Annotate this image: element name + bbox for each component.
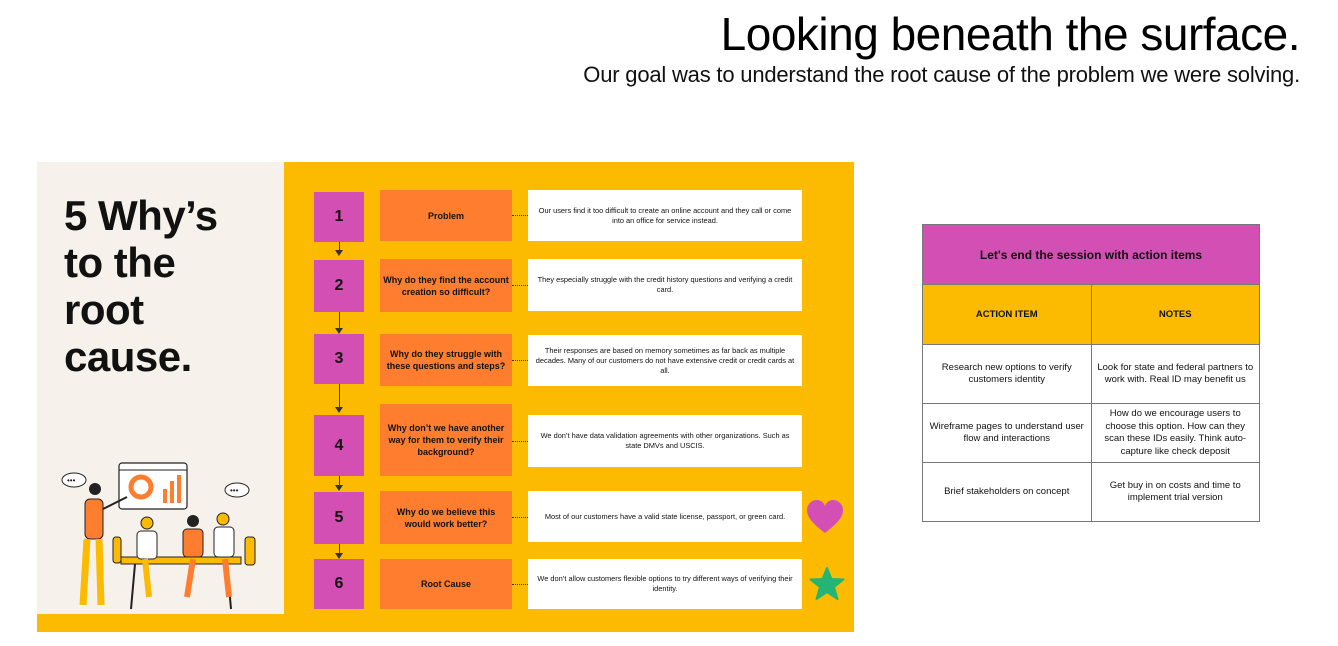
connector-line bbox=[339, 312, 340, 330]
page-title: Looking beneath the surface. bbox=[720, 8, 1301, 60]
step-question: Why do they struggle with these question… bbox=[380, 334, 512, 386]
connector-line bbox=[339, 544, 340, 556]
board-heading-line: cause. bbox=[64, 333, 192, 380]
step-answer: Their responses are based on memory some… bbox=[528, 335, 802, 386]
column-header-notes: NOTES bbox=[1090, 284, 1260, 345]
step-dots bbox=[512, 215, 528, 216]
connector-arrow bbox=[335, 407, 343, 413]
step-answer: Our users find it too difficult to creat… bbox=[528, 190, 802, 241]
step-number: 5 bbox=[314, 492, 364, 544]
connector-line bbox=[339, 242, 340, 254]
star-icon bbox=[809, 567, 845, 600]
action-cell: Brief stakeholders on concept bbox=[922, 462, 1092, 522]
notes-cell: Get buy in on costs and time to implemen… bbox=[1090, 462, 1260, 522]
step-dots bbox=[512, 360, 528, 361]
step-answer: We don’t allow customers flexible option… bbox=[528, 559, 802, 609]
team-meeting-illustration: ••• ••• bbox=[61, 462, 256, 610]
step-answer: Most of our customers have a valid state… bbox=[528, 491, 802, 542]
step-dots bbox=[512, 441, 528, 442]
heart-icon bbox=[807, 500, 843, 533]
step-dots bbox=[512, 517, 528, 518]
step-dots bbox=[512, 285, 528, 286]
connector-line bbox=[339, 384, 340, 408]
step-question: Root Cause bbox=[380, 559, 512, 609]
table-row: Wireframe pages to understand user flow … bbox=[922, 403, 1260, 463]
notes-cell: How do we encourage users to choose this… bbox=[1090, 403, 1260, 463]
action-cell: Research new options to verify customers… bbox=[922, 344, 1092, 404]
connector-arrow bbox=[335, 250, 343, 256]
connector-arrow bbox=[335, 553, 343, 559]
step-number: 4 bbox=[314, 415, 364, 476]
page-subtitle: Our goal was to understand the root caus… bbox=[583, 62, 1300, 87]
notes-cell: Look for state and federal partners to w… bbox=[1090, 344, 1260, 404]
connector-arrow bbox=[335, 328, 343, 334]
step-dots bbox=[512, 584, 528, 585]
step-number: 2 bbox=[314, 260, 364, 312]
svg-text:•••: ••• bbox=[67, 476, 76, 485]
board-heading-line: 5 Why’s bbox=[64, 192, 218, 239]
step-question: Problem bbox=[380, 190, 512, 241]
board-heading-line: root bbox=[64, 286, 144, 333]
step-number: 6 bbox=[314, 559, 364, 609]
step-question: Why do we believe this would work better… bbox=[380, 491, 512, 544]
step-number: 1 bbox=[314, 192, 364, 242]
step-number: 3 bbox=[314, 334, 364, 384]
column-header-action-item: ACTION ITEM bbox=[922, 284, 1092, 345]
action-cell: Wireframe pages to understand user flow … bbox=[922, 403, 1092, 463]
board-heading: 5 Why’s to the root cause. bbox=[64, 192, 274, 380]
connector-line bbox=[339, 476, 340, 488]
svg-text:•••: ••• bbox=[230, 486, 239, 495]
five-whys-board: 5 Why’s to the root cause. ••• ••• bbox=[37, 162, 854, 632]
board-heading-line: to the bbox=[64, 239, 176, 286]
table-row: Brief stakeholders on concept Get buy in… bbox=[922, 462, 1260, 522]
step-question: Why don’t we have another way for them t… bbox=[380, 404, 512, 476]
board-left-panel: 5 Why’s to the root cause. ••• ••• bbox=[37, 162, 284, 614]
step-answer: They especially struggle with the credit… bbox=[528, 259, 802, 311]
step-question: Why do they find the account creation so… bbox=[380, 259, 512, 312]
connector-arrow bbox=[335, 485, 343, 491]
step-answer: We don’t have data validation agreements… bbox=[528, 415, 802, 467]
action-table-title: Let's end the session with action items bbox=[922, 224, 1260, 285]
table-row: Research new options to verify customers… bbox=[922, 344, 1260, 404]
action-items-table: Let's end the session with action items … bbox=[922, 224, 1260, 522]
